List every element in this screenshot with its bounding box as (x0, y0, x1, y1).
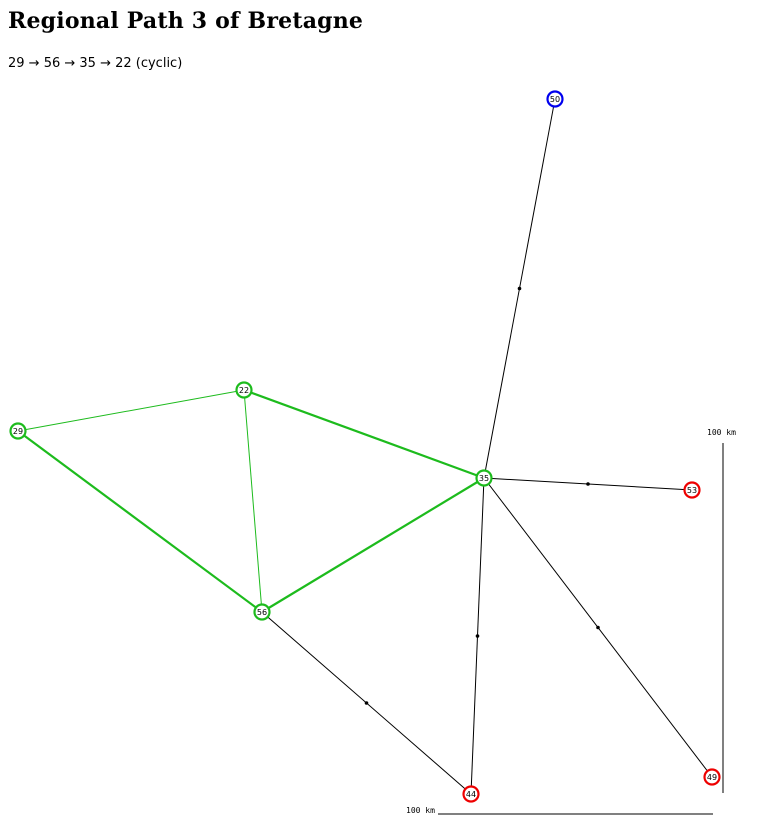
vertical-scale-label: 100 km (707, 428, 736, 437)
node-56: 56 (253, 603, 271, 621)
node-label-56: 56 (257, 608, 267, 617)
node-35: 35 (475, 469, 493, 487)
edge-midpoint-35-49 (596, 625, 600, 630)
node-marker-44 (462, 785, 480, 803)
edge-22-35 (243, 388, 485, 480)
node-label-53: 53 (687, 486, 697, 495)
node-marker-50 (546, 90, 564, 108)
node-label-49: 49 (707, 773, 717, 782)
edge-midpoint-35-44 (475, 634, 480, 638)
node-44: 44 (462, 785, 480, 803)
node-label-29: 29 (13, 427, 23, 436)
path-summary: 29 → 56 → 35 → 22 (cyclic) (8, 56, 183, 71)
node-marker-56 (253, 603, 271, 621)
node-marker-49 (703, 768, 721, 786)
node-label-22: 22 (239, 386, 249, 395)
edge-56-35 (261, 477, 485, 613)
node-22: 22 (235, 381, 253, 399)
node-29: 29 (9, 422, 27, 440)
edges-layer (17, 98, 713, 795)
node-53: 53 (683, 481, 701, 499)
node-marker-53 (683, 481, 701, 499)
node-50: 50 (546, 90, 564, 108)
scale-bars: 100 km 100 km (406, 428, 736, 815)
node-49: 49 (703, 768, 721, 786)
node-marker-22 (235, 381, 253, 399)
node-marker-29 (9, 422, 27, 440)
node-marker-35 (475, 469, 493, 487)
edge-midpoint-35-53 (586, 482, 590, 486)
nodes-layer: 29 22 35 56 50 53 44 49 (9, 90, 721, 803)
edge-midpoint-35-50 (517, 286, 522, 291)
node-label-44: 44 (466, 790, 476, 799)
page-title: Regional Path 3 of Bretagne (8, 8, 364, 34)
edge-29-22 (17, 389, 245, 432)
horizontal-scale-label: 100 km (406, 806, 435, 815)
node-label-50: 50 (550, 95, 560, 104)
edge-22-56 (243, 389, 263, 613)
edge-29-56 (17, 430, 263, 613)
node-label-35: 35 (479, 474, 489, 483)
edge-midpoint-56-44 (364, 701, 369, 705)
